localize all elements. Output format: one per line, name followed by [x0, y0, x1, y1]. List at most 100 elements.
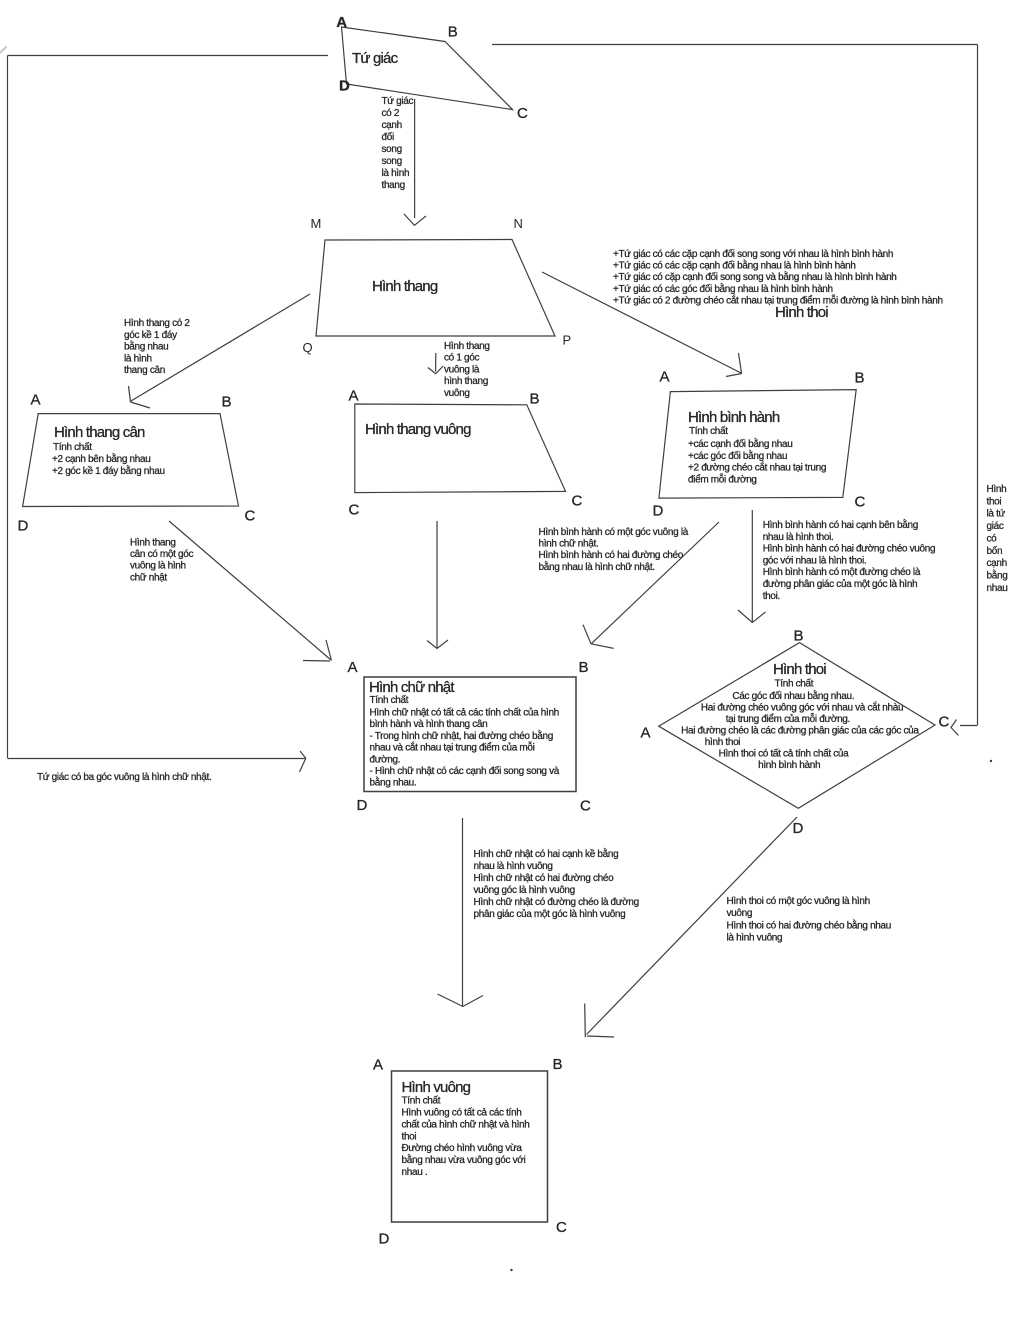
svg-text:Tính chất: Tính chất — [53, 441, 92, 453]
svg-text:Hình thoi có hai đường chéo bằ: Hình thoi có hai đường chéo bằng nhau — [727, 918, 892, 931]
svg-text:+2 đường chéo cắt nhau tại tru: +2 đường chéo cắt nhau tại trung — [688, 461, 826, 474]
svg-text:góc kề 1 đáy: góc kề 1 đáy — [124, 329, 177, 341]
svg-text:Hình bình hành có một đường ch: Hình bình hành có một đường chéo là — [763, 567, 921, 578]
svg-text:Hình bình hành có hai đường ch: Hình bình hành có hai đường chéo vuông — [763, 544, 936, 555]
svg-text:là hình vuông: là hình vuông — [727, 933, 783, 944]
svg-text:B: B — [855, 370, 865, 387]
svg-text:song: song — [382, 144, 402, 155]
svg-text:- Hình chữ nhật có các cạnh đố: - Hình chữ nhật có các cạnh đối song son… — [370, 765, 560, 777]
svg-text:+các góc đối bằng nhau: +các góc đối bằng nhau — [688, 449, 787, 462]
svg-text:là hình: là hình — [124, 353, 152, 364]
svg-text:có 2: có 2 — [382, 108, 400, 119]
svg-text:C: C — [245, 508, 256, 525]
svg-text:D: D — [653, 503, 664, 520]
svg-text:Tính chất: Tính chất — [775, 678, 814, 690]
svg-text:Hình chữ nhật có tất cả các tí: Hình chữ nhật có tất cả các tính chất củ… — [370, 707, 559, 719]
svg-text:chữ nhật: chữ nhật — [130, 572, 167, 583]
svg-text:M: M — [311, 216, 322, 231]
svg-text:+Tứ giác có cặp cạnh đối song: +Tứ giác có cặp cạnh đối song song và bằ… — [613, 270, 897, 283]
svg-text:bằng nhau là hình chữ nhật.: bằng nhau là hình chữ nhật. — [539, 560, 655, 573]
svg-text:A: A — [660, 369, 670, 386]
svg-text:D: D — [379, 1231, 390, 1248]
svg-text:Hình thang: Hình thang — [130, 538, 176, 549]
svg-text:đường.: đường. — [370, 754, 401, 765]
svg-text:+2 góc kề 1 đáy bằng nhau: +2 góc kề 1 đáy bằng nhau — [52, 464, 165, 477]
svg-text:đường phân giác của một góc là: đường phân giác của một góc là hình — [763, 578, 918, 590]
svg-text:Hình bình hành có hai đường ch: Hình bình hành có hai đường chéo — [539, 550, 684, 561]
svg-text:C: C — [349, 502, 360, 519]
svg-text:nhau và cắt nhau tại trung điể: nhau và cắt nhau tại trung điểm của mỗi — [370, 741, 535, 754]
svg-text:Các góc đối nhau bằng nhau.: Các góc đối nhau bằng nhau. — [732, 689, 854, 702]
svg-text:cạnh: cạnh — [382, 120, 402, 131]
svg-text:hình thang: hình thang — [444, 376, 488, 387]
svg-text:là hình: là hình — [382, 168, 410, 179]
svg-text:A: A — [349, 388, 359, 405]
svg-text:B: B — [222, 394, 232, 411]
svg-text:- Trong hình chữ nhật, hai đườ: - Trong hình chữ nhật, hai đường chéo bằ… — [370, 729, 553, 742]
svg-text:A: A — [348, 659, 358, 676]
svg-text:B: B — [579, 659, 589, 676]
svg-text:nhau là hình thoi.: nhau là hình thoi. — [763, 532, 834, 543]
svg-text:Hình vuông: Hình vuông — [402, 1079, 471, 1096]
svg-text:+2 cạnh bên bằng nhau: +2 cạnh bên bằng nhau — [52, 452, 150, 465]
svg-text:C: C — [556, 1219, 567, 1236]
svg-text:D: D — [339, 78, 350, 95]
svg-text:B: B — [553, 1056, 563, 1073]
svg-text:A: A — [336, 14, 347, 31]
svg-text:Hình thang: Hình thang — [444, 341, 490, 352]
svg-text:C: C — [572, 493, 583, 510]
svg-text:cạnh: cạnh — [987, 558, 1007, 569]
svg-text:giác: giác — [987, 521, 1004, 532]
svg-text:nhau là hình vuông: nhau là hình vuông — [474, 861, 553, 872]
svg-text:là tứ: là tứ — [987, 509, 1006, 520]
svg-text:Q: Q — [303, 340, 313, 355]
svg-text:Tính chất: Tính chất — [689, 425, 728, 437]
svg-text:Hình thoi: Hình thoi — [775, 304, 828, 321]
svg-text:D: D — [793, 820, 804, 837]
svg-text:bằng nhau.: bằng nhau. — [370, 776, 417, 789]
svg-text:phân giác của một góc là hình: phân giác của một góc là hình vuông — [474, 908, 626, 920]
svg-text:A: A — [31, 392, 41, 409]
svg-text:Hình bình hành: Hình bình hành — [688, 409, 780, 426]
svg-text:hình thoi: hình thoi — [705, 737, 741, 748]
svg-text:bằng nhau vừa vuông góc với: bằng nhau vừa vuông góc với — [402, 1153, 526, 1166]
svg-text:vuông góc là hình vuông: vuông góc là hình vuông — [474, 885, 575, 896]
svg-text:B: B — [448, 24, 458, 41]
svg-text:Hình thang cân: Hình thang cân — [54, 424, 145, 441]
svg-text:Hình thang có 2: Hình thang có 2 — [124, 318, 190, 329]
svg-text:chất của hình chữ nhật và hình: chất của hình chữ nhật và hình — [402, 1118, 530, 1130]
svg-text:Hai đường chéo vuông góc với n: Hai đường chéo vuông góc với nhau và cắt… — [701, 701, 903, 714]
svg-text:vuông là hình: vuông là hình — [130, 561, 186, 572]
svg-text:Hình chữ nhật có hai cạnh kề b: Hình chữ nhật có hai cạnh kề bằng — [474, 847, 619, 860]
svg-text:Hình chữ nhật có hai đường ché: Hình chữ nhật có hai đường chéo — [474, 873, 615, 884]
svg-text:tại trung điểm của mỗi đường.: tại trung điểm của mỗi đường. — [726, 712, 850, 725]
svg-text:có 1 góc: có 1 góc — [444, 353, 479, 364]
svg-text:điểm mỗi đường: điểm mỗi đường — [688, 473, 757, 486]
svg-text:bằng: bằng — [987, 568, 1008, 581]
svg-text:N: N — [514, 216, 523, 231]
svg-text:D: D — [357, 797, 368, 814]
svg-text:Hình thang: Hình thang — [372, 278, 438, 295]
svg-text:+Tứ giác có các cặp cạnh đối s: +Tứ giác có các cặp cạnh đối song song v… — [613, 248, 893, 260]
svg-text:thoi.: thoi. — [763, 591, 780, 602]
svg-text:Hình vuông có tất cả các tính: Hình vuông có tất cả các tính — [402, 1107, 522, 1119]
svg-text:bình hành và hình thang cân: bình hành và hình thang cân — [370, 719, 488, 730]
svg-text:có: có — [987, 533, 998, 544]
svg-text:Hình thoi: Hình thoi — [773, 661, 826, 678]
svg-text:cân có một góc: cân có một góc — [130, 549, 194, 560]
svg-text:C: C — [580, 798, 591, 815]
svg-text:Tính chất: Tính chất — [370, 694, 409, 706]
svg-text:Hình bình hành có hai cạnh bên: Hình bình hành có hai cạnh bên bằng — [763, 518, 918, 531]
svg-text:+Tứ giác có các góc đối bằng n: +Tứ giác có các góc đối bằng nhau là hìn… — [613, 282, 833, 295]
svg-text:Hình chữ nhật: Hình chữ nhật — [369, 679, 455, 696]
svg-text:thoi: thoi — [402, 1131, 417, 1142]
svg-text:nhau .: nhau . — [402, 1167, 428, 1178]
svg-text:Hình thoi có một góc vuông là: Hình thoi có một góc vuông là hình — [727, 896, 870, 907]
svg-text:góc với nhau là hình thoi.: góc với nhau là hình thoi. — [763, 555, 867, 566]
svg-text:Hình chữ nhật có đường chéo là: Hình chữ nhật có đường chéo là đường — [474, 897, 639, 908]
svg-text:C: C — [939, 714, 950, 731]
svg-text:Hình thoi có tất cả tính chất: Hình thoi có tất cả tính chất của — [719, 748, 850, 760]
svg-text:Tứ giác: Tứ giác — [352, 50, 399, 67]
svg-text:hình bình hành: hình bình hành — [758, 760, 820, 771]
svg-text:C: C — [517, 105, 528, 122]
